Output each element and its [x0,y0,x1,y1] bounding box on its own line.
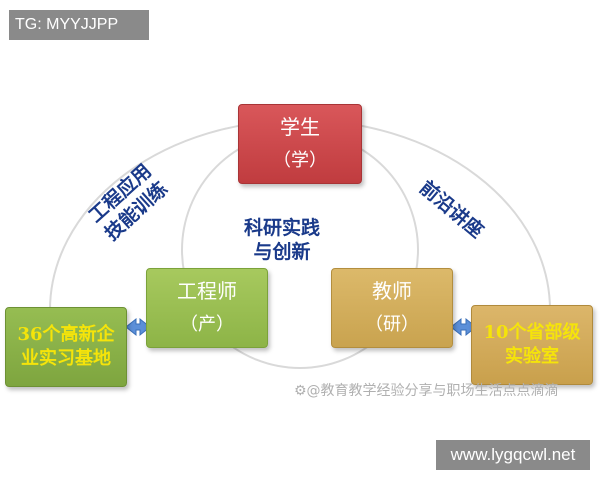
student-title: 学生 [280,115,320,139]
research-label-line2: 与创新 [253,241,311,263]
teacher-node: 教师 （研） [331,268,453,348]
engineer-node: 工程师 （产） [146,268,268,348]
top-tag: TG: MYYJJPP [9,10,149,40]
engineer-subtitle: （产） [180,314,234,335]
internship-base-node: 36个高新企 业实习基地 [5,307,127,387]
student-node: 学生 （学） [238,104,362,184]
research-label-line1: 科研实践 [244,217,321,239]
student-subtitle: （学） [273,150,327,171]
engineer-title: 工程师 [177,279,237,303]
footer-url: www.lygqcwl.net [436,440,590,470]
lab-line1: 10个省部级 [483,322,581,343]
internship-base-line1: 36个高新企 [17,324,115,345]
lab-node: 10个省部级 实验室 [471,305,593,385]
lab-line2: 实验室 [505,346,559,367]
teacher-title: 教师 [372,279,412,303]
watermark: ⚙@教育教学经验分享与职场生活点点滴滴 [294,383,559,399]
teacher-subtitle: （研） [365,314,419,335]
research-label: 科研实践 与创新 [244,216,320,264]
internship-base-line2: 业实习基地 [21,348,111,369]
